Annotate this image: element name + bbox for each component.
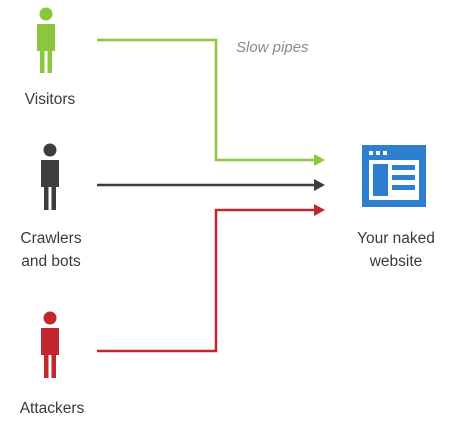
crawlers-label-line2: and bots: [21, 253, 81, 270]
visitors-person-icon: [37, 7, 55, 73]
website-window-icon: [362, 145, 426, 207]
crawlers-arrow: [97, 179, 325, 191]
website-label-line1: Your naked: [357, 230, 435, 247]
crawlers-person-icon: [41, 143, 59, 210]
attackers-arrowhead: [314, 204, 325, 216]
website-label-line2: website: [369, 253, 423, 270]
visitors-arrow: [97, 38, 325, 166]
attackers-label: Attackers: [20, 400, 85, 417]
visitors-label: Visitors: [25, 91, 76, 108]
visitors-arrowhead: [314, 154, 325, 166]
attackers-person-icon: [41, 311, 59, 378]
crawlers-label-line1: Crawlers: [20, 230, 81, 247]
attackers-arrow: [97, 204, 325, 353]
crawlers-arrowhead: [314, 179, 325, 191]
slow-pipes-label: Slow pipes: [236, 39, 309, 56]
